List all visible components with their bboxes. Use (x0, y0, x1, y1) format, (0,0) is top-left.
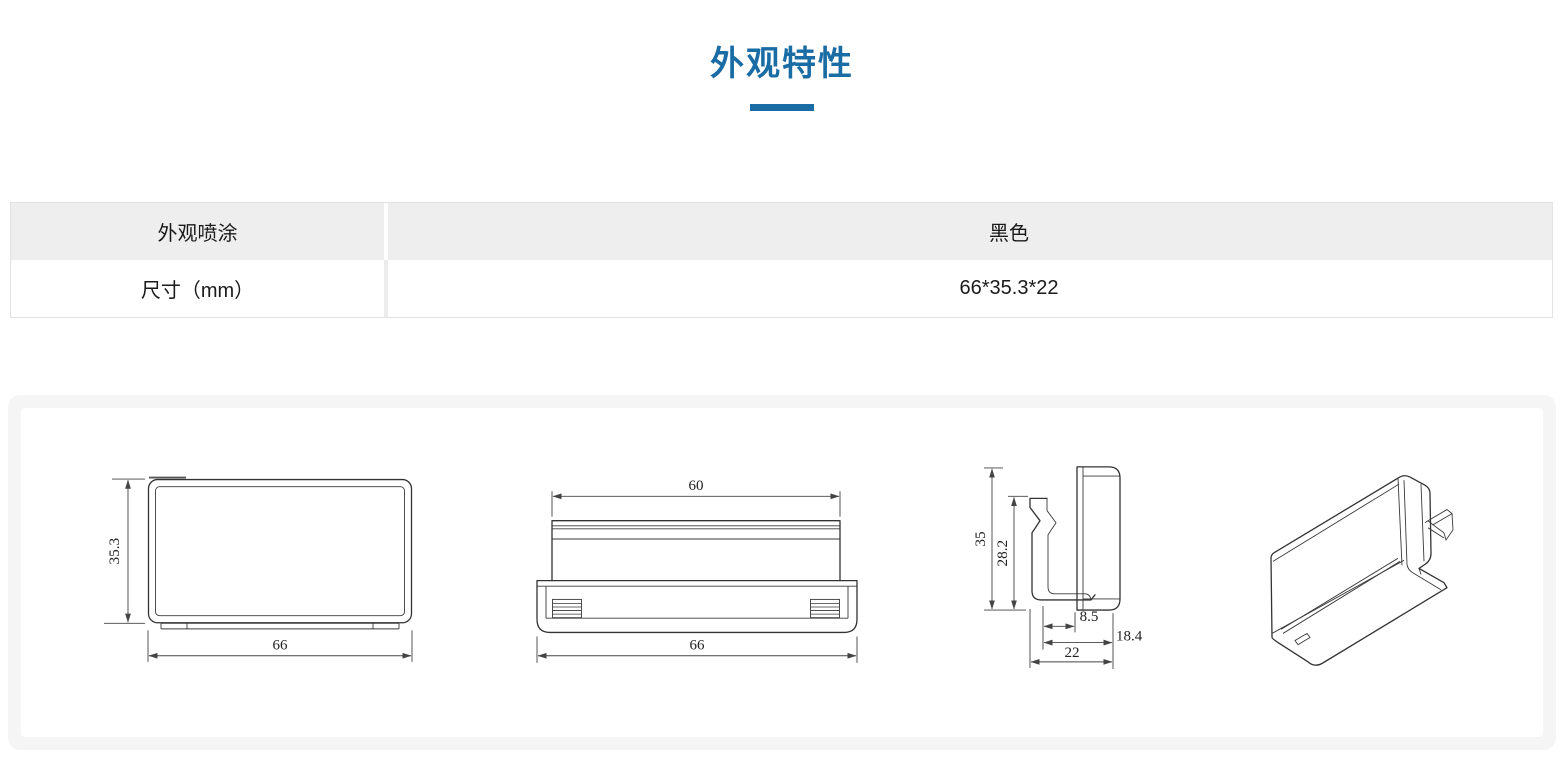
dim-side-height: 35 (973, 531, 989, 546)
side-view: 35 28.2 8.5 18.4 22 (973, 466, 1143, 669)
technical-drawing: 35.3 66 (104, 466, 1454, 669)
drawing-panel: 35.3 66 (8, 395, 1556, 750)
front-view: 35.3 66 (104, 476, 413, 662)
table-row: 外观喷涂 黑色 (11, 203, 1552, 260)
spec-table: 外观喷涂 黑色 尺寸（mm） 66*35.3*22 (10, 202, 1553, 318)
column-divider (384, 203, 388, 260)
dim-side-total-depth: 22 (1065, 645, 1080, 661)
title-accent-bar (750, 104, 814, 111)
spec-label-coating: 外观喷涂 (157, 223, 238, 245)
din-clip-right (810, 598, 840, 619)
dim-bottom-top-width: 60 (689, 478, 704, 494)
dim-front-width: 66 (273, 638, 288, 654)
dim-side-inner-height: 28.2 (995, 540, 1011, 567)
column-divider (384, 260, 388, 317)
spec-label-dimensions: 尺寸（mm） (140, 280, 255, 302)
table-row: 尺寸（mm） 66*35.3*22 (11, 260, 1552, 317)
page-title: 外观特性 (710, 45, 854, 83)
dim-front-height: 35.3 (107, 538, 123, 565)
side-hook-outer (1029, 497, 1096, 601)
bottom-view: 60 66 (536, 478, 858, 663)
spec-value-coating: 黑色 (989, 223, 1029, 245)
dim-side-clip-offset: 8.5 (1080, 609, 1099, 625)
din-clip-left (552, 598, 582, 619)
drawing-panel-inner: 35.3 66 (21, 408, 1543, 737)
spec-value-dimensions: 66*35.3*22 (959, 277, 1059, 299)
isometric-view (1270, 475, 1454, 666)
front-bottom-tabs (160, 622, 400, 630)
side-hook-inner (1046, 498, 1092, 601)
dim-bottom-width: 66 (690, 638, 705, 654)
dim-side-depth: 18.4 (1116, 628, 1143, 644)
iso-clip (1424, 508, 1454, 542)
